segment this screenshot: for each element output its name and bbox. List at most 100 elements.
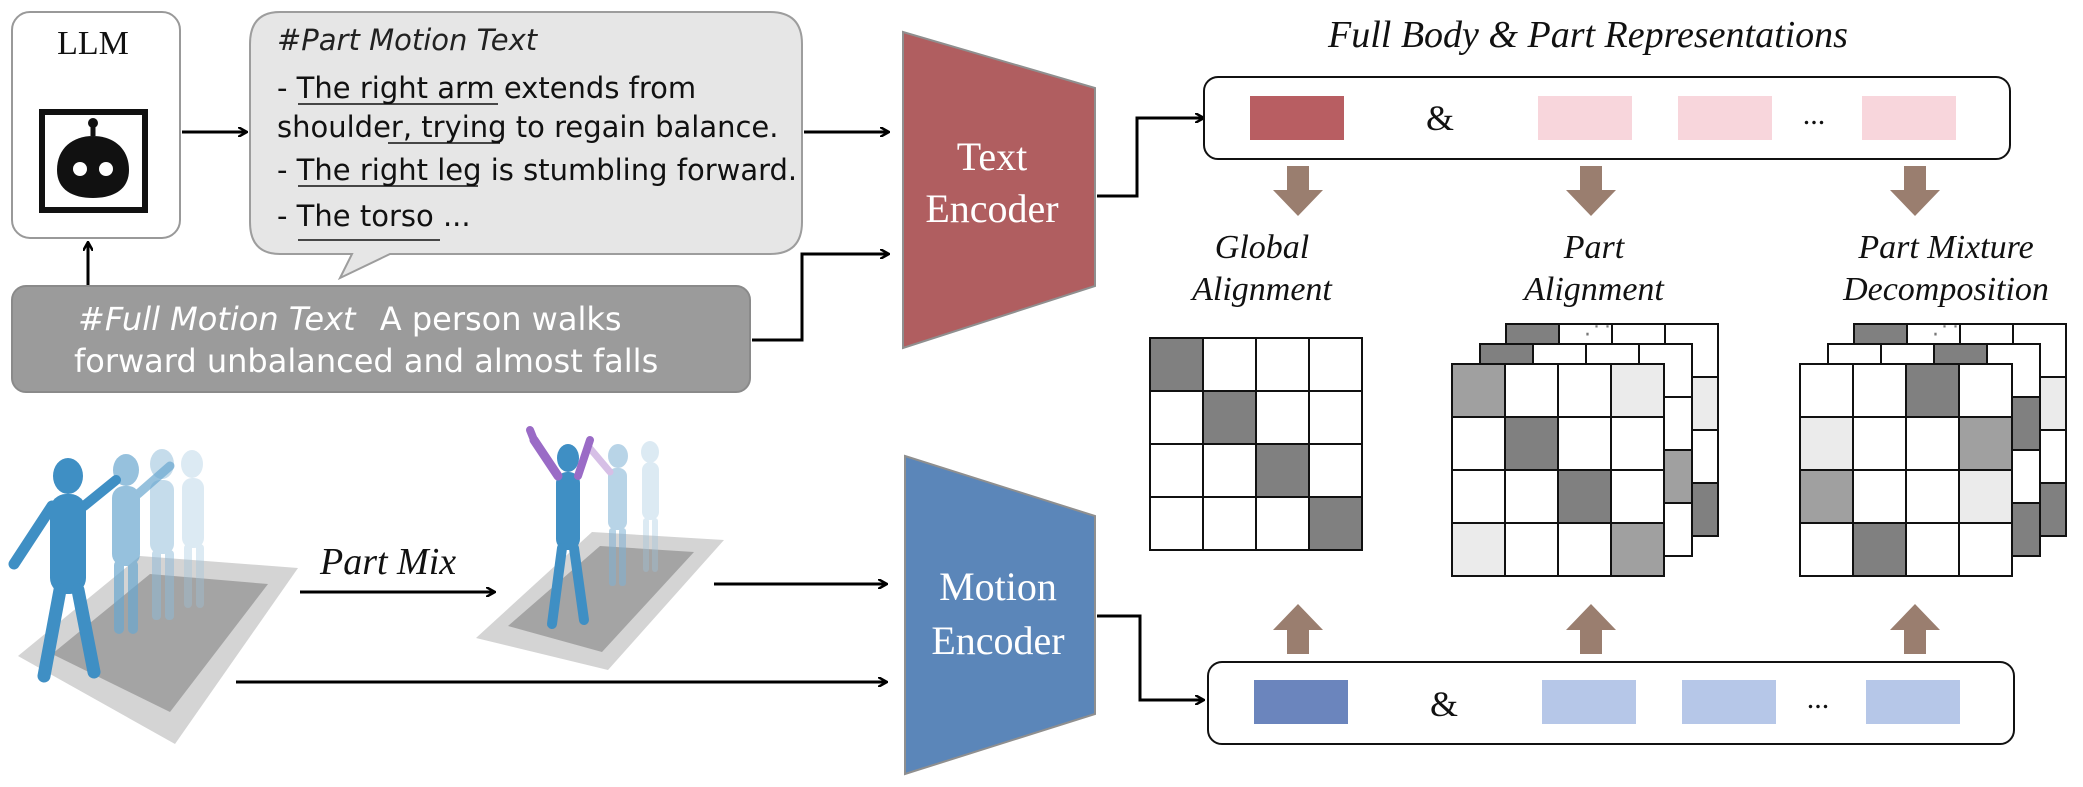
robot-icon (39, 109, 148, 213)
matrix-cell (1451, 416, 1506, 471)
full-text-heading: #Full Motion Text (78, 300, 357, 338)
matrix-cell (1451, 363, 1506, 418)
matrix-cell (1255, 390, 1310, 445)
matrix-cell (1308, 443, 1363, 498)
text-part-token-3 (1862, 96, 1956, 140)
alignment-matrices: ·˙˙ ·˙˙ (1149, 323, 2067, 577)
llm-label: LLM (57, 25, 129, 62)
matrix-cell (1451, 469, 1506, 524)
part-text-line1a: - The right arm extends from (277, 71, 696, 105)
part-alignment-line2: Alignment (1522, 271, 1665, 308)
matrix-cell (1799, 522, 1854, 577)
part-text-line1b: shoulder, trying to regain balance. (277, 110, 778, 144)
matrix-cell (1557, 363, 1612, 418)
full-text-line2: forward unbalanced and almost falls (74, 342, 658, 380)
part-motion-text-bubble: #Part Motion Text - The right arm extend… (249, 11, 803, 281)
full-motion-figure (8, 449, 298, 744)
global-alignment-line2: Alignment (1190, 271, 1333, 308)
full-text-line1: #Full Motion Text A person walks (78, 300, 622, 338)
part-text-line2: - The right leg is stumbling forward. (277, 153, 797, 187)
global-alignment-line1: Global (1215, 229, 1309, 266)
matrix-cell (1557, 416, 1612, 471)
matrix-cell (1958, 469, 2013, 524)
textenc-to-repr-arrow (1097, 118, 1203, 198)
matrix-cell (1905, 416, 1960, 471)
matrix-cell (1504, 522, 1559, 577)
mixture-matrix-front (1799, 363, 2013, 577)
global-alignment-matrix (1149, 337, 1363, 551)
text-part-token-2 (1678, 96, 1772, 140)
part-text-line3: - The torso ... (277, 199, 471, 233)
matrix-cell (1557, 522, 1612, 577)
motion-part-token-2 (1682, 680, 1776, 724)
motion-encoder-line1: Motion (939, 564, 1057, 609)
full-motion-text-box: #Full Motion Text A person walks forward… (11, 285, 751, 393)
matrix-cell (1149, 496, 1204, 551)
motion-representation-bar: & ... (1207, 661, 2015, 745)
up-arrows (1273, 604, 1940, 654)
matrix-cell (1799, 416, 1854, 471)
matrix-cell (1905, 363, 1960, 418)
matrix-cell (1308, 496, 1363, 551)
text-repr-amp: & (1426, 98, 1454, 138)
mixed-motion-figure (476, 426, 724, 670)
text-part-token-1 (1538, 96, 1632, 140)
text-encoder-line1: Text (957, 134, 1028, 179)
down-arrows (1273, 166, 1940, 216)
part-mixture-line1: Part Mixture (1857, 229, 2033, 266)
motion-full-token (1254, 680, 1348, 724)
motion-encoder: Motion Encoder (904, 454, 1096, 776)
matrix-cell (1852, 469, 1907, 524)
matrix-cell (1610, 416, 1665, 471)
part-alignment-line1: Part (1563, 229, 1626, 266)
text-encoder: Text Encoder (902, 30, 1096, 350)
matrix-cell (1557, 469, 1612, 524)
motion-repr-amp: & (1430, 684, 1458, 724)
matrix-cell (1852, 363, 1907, 418)
matrix-cell (1905, 469, 1960, 524)
matrix-cell (1958, 522, 2013, 577)
text-encoder-line2: Encoder (925, 186, 1058, 231)
matrix-cell (1202, 443, 1257, 498)
representations-title: Full Body & Part Representations (1327, 14, 1848, 56)
text-full-token (1250, 96, 1344, 140)
text-repr-ellipsis: ... (1803, 98, 1826, 131)
matrix-cell (1149, 337, 1204, 392)
motion-part-token-1 (1542, 680, 1636, 724)
matrix-cell (1852, 416, 1907, 471)
motion-encoder-line2: Encoder (931, 618, 1064, 663)
part-mix-label: Part Mix (319, 541, 456, 583)
matrix-cell (1958, 363, 2013, 418)
matrix-cell (1799, 363, 1854, 418)
matrix-cell (1799, 469, 1854, 524)
matrix-cell (1610, 363, 1665, 418)
motionenc-to-repr-arrow (1097, 614, 1203, 700)
matrix-cell (1905, 522, 1960, 577)
matrix-cell (1255, 496, 1310, 551)
matrix-cell (1308, 390, 1363, 445)
matrix-cell (1504, 416, 1559, 471)
full-text-content1: A person walks (380, 300, 622, 338)
matrix-cell (1308, 337, 1363, 392)
matrix-cell (1202, 496, 1257, 551)
matrix-cell (1958, 416, 2013, 471)
matrix-cell (1504, 363, 1559, 418)
matrix-cell (1255, 337, 1310, 392)
fulltext-to-encoder-arrow (752, 254, 888, 342)
matrix-cell (1149, 390, 1204, 445)
motion-repr-ellipsis: ... (1807, 682, 1830, 715)
matrix-cell (1451, 522, 1506, 577)
llm-box: LLM (11, 11, 181, 239)
matrix-cell (1202, 390, 1257, 445)
part-text-heading: #Part Motion Text (277, 23, 539, 57)
stack-dots: ·˙˙ (1584, 323, 1613, 348)
part-mixture-line2: Decomposition (1842, 271, 2049, 308)
matrix-cell (1202, 337, 1257, 392)
matrix-cell (1504, 469, 1559, 524)
stack-dots: ·˙˙ (1932, 323, 1961, 348)
text-representation-bar: & ... (1203, 76, 2011, 160)
matrix-cell (1255, 443, 1310, 498)
matrix-cell (1610, 469, 1665, 524)
part-alignment-matrix-front (1451, 363, 1665, 577)
